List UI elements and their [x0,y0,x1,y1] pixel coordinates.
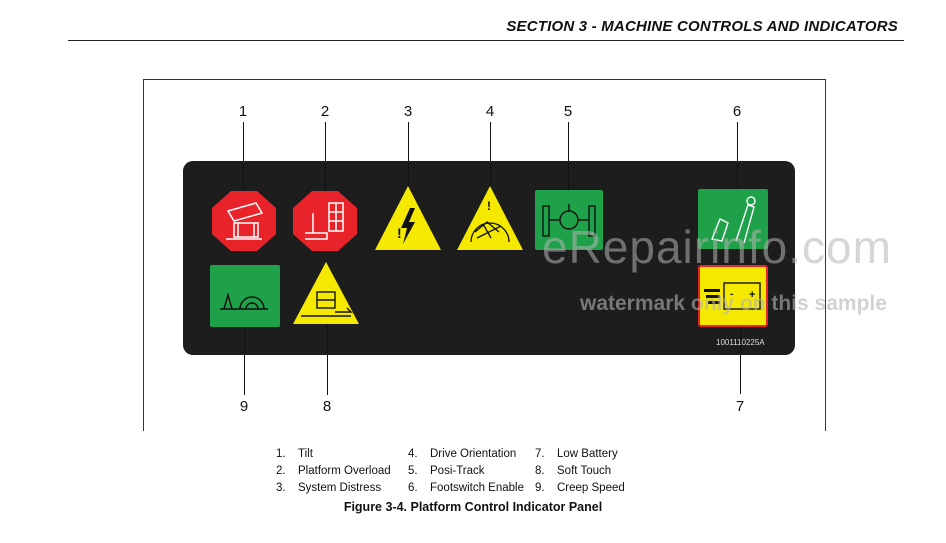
callout-5: 5 [563,103,573,120]
legend-item: 5.Posi-Track [408,465,485,477]
legend-item: 3.System Distress [276,482,382,494]
svg-text:+: + [749,289,755,301]
posi-track-indicator-icon [535,190,603,250]
svg-text:!: ! [397,225,402,241]
section-title: SECTION 3 - MACHINE CONTROLS AND INDICAT… [506,18,898,35]
leader-2 [325,122,326,197]
legend-item: 6.Footswitch Enable [408,482,524,494]
watermark-sub: watermark only on this sample [580,292,887,315]
legend-column-3: 7.Low Battery 8.Soft Touch 9.Creep Speed [535,446,625,497]
drive-orientation-indicator-icon: ! [457,186,523,250]
platform-overload-indicator-icon [293,191,357,251]
panel-part-number: 1001110225A [716,338,765,347]
leader-9 [244,318,245,395]
callout-7: 7 [735,398,745,415]
tilt-indicator-icon [212,191,276,251]
low-battery-indicator-icon: - + [698,265,768,327]
leader-3 [408,122,409,202]
figure-frame [143,79,826,431]
svg-text:!: ! [487,199,491,213]
watermark-main: eRepairinfo.com [542,221,892,273]
figure-caption: Figure 3-4. Platform Control Indicator P… [343,500,603,514]
leader-8 [327,316,328,395]
system-distress-indicator-icon: ! [375,186,441,250]
callout-2: 2 [320,103,330,120]
leader-6 [737,122,738,197]
callout-6: 6 [732,103,742,120]
callout-8: 8 [322,398,332,415]
creep-speed-indicator-icon [210,265,280,327]
callout-1: 1 [238,103,248,120]
leader-1 [243,122,244,197]
legend-item: 1.Tilt [276,448,313,460]
leader-5 [568,122,569,197]
legend-item: 9.Creep Speed [535,482,625,494]
callout-3: 3 [403,103,413,120]
legend-item: 7.Low Battery [535,448,618,460]
svg-text:-: - [730,289,733,300]
soft-touch-indicator-icon [293,262,359,324]
legend-item: 2.Platform Overload [276,465,391,477]
leader-4 [490,122,491,200]
legend-item: 4.Drive Orientation [408,448,517,460]
legend-column-2: 4.Drive Orientation 5.Posi-Track 6.Foots… [408,446,524,497]
callout-9: 9 [239,398,249,415]
legend-item: 8.Soft Touch [535,465,612,477]
leader-7 [740,318,741,394]
footswitch-enable-indicator-icon [698,189,768,249]
callout-4: 4 [485,103,495,120]
legend-column-1: 1.Tilt 2.Platform Overload 3.System Dist… [276,446,391,497]
header-rule [68,40,904,41]
